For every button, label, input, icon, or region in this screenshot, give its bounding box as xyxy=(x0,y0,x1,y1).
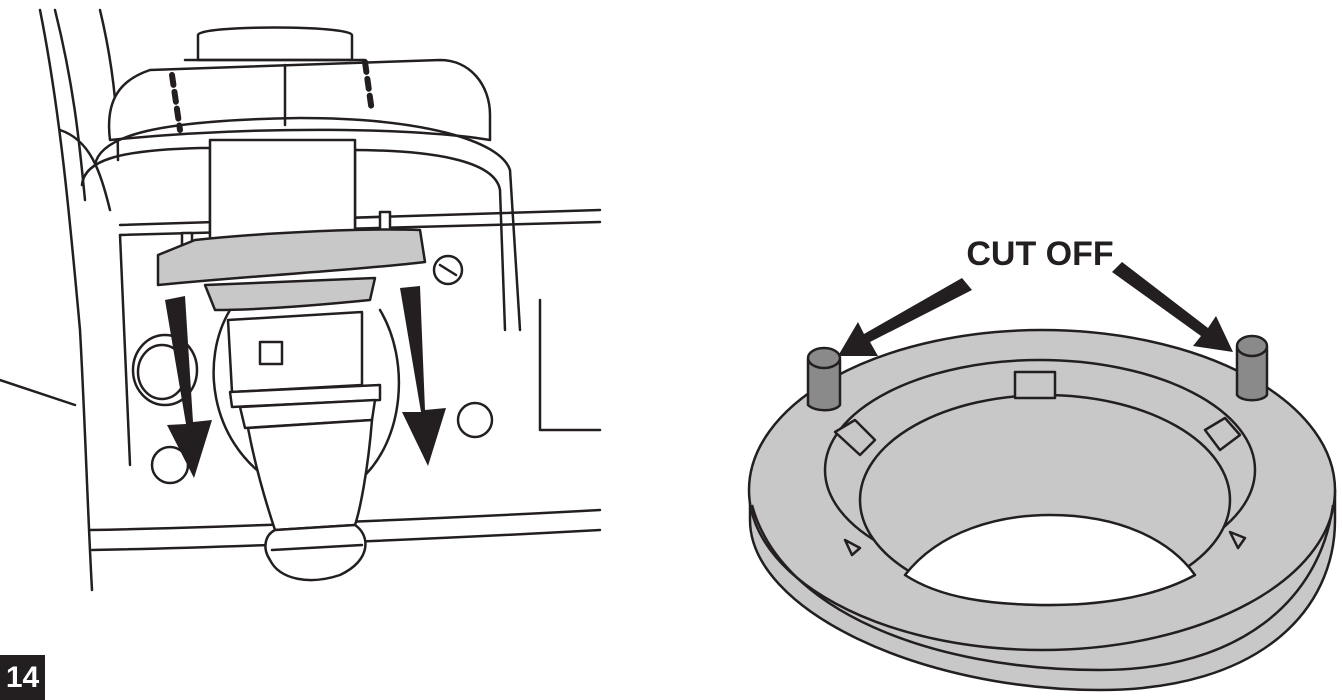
base-left-edge xyxy=(118,233,132,467)
fitting-neck xyxy=(226,310,364,394)
mount-hole-3 xyxy=(456,401,494,439)
left-assembly-illustration xyxy=(0,8,602,592)
cut-off-arrow-right xyxy=(1112,262,1233,352)
housing-wall-left-inner xyxy=(53,8,87,202)
ring-clip-right xyxy=(1228,530,1247,550)
base-side xyxy=(538,298,602,432)
ring-tab-right xyxy=(1203,416,1242,452)
bracket-strap-2 xyxy=(348,148,507,332)
step-number-badge: 14 xyxy=(0,655,45,700)
bore-curve-right xyxy=(358,308,401,482)
ring-tab-left xyxy=(833,418,877,457)
bracket-strap xyxy=(80,146,212,187)
cut-post-left-top xyxy=(806,346,842,370)
bracket-body xyxy=(107,58,492,142)
ring-clip-left xyxy=(843,538,862,557)
housing-wall-left-edge xyxy=(98,8,120,162)
push-arrows xyxy=(165,286,446,478)
wall-curve xyxy=(58,128,112,212)
fitting-tip xyxy=(264,523,367,582)
fitting-taper xyxy=(246,418,374,532)
cut-off-label: CUT OFF xyxy=(966,235,1113,273)
fitting-collar xyxy=(203,276,377,312)
ring-edge-line xyxy=(750,504,1335,672)
cut-post-right-top xyxy=(1235,334,1269,358)
mount-hole-1 xyxy=(131,333,199,407)
screw-head xyxy=(432,254,464,286)
ring-hole xyxy=(903,513,1197,607)
cut-off-arrows xyxy=(838,262,1233,356)
right-ring-illustration xyxy=(747,328,1337,692)
bracket-curve xyxy=(93,116,522,332)
base-tray-top xyxy=(118,208,602,227)
top-cap xyxy=(196,26,354,62)
neck-window xyxy=(258,340,284,366)
cut-line-right xyxy=(362,59,375,115)
push-arrow-left xyxy=(165,296,212,478)
bore-curve xyxy=(212,308,272,482)
screw-slot xyxy=(438,263,458,277)
fitting-flange xyxy=(156,228,427,287)
cut-line-left xyxy=(169,72,183,133)
wall-panel xyxy=(0,378,77,407)
cut-off-arrow-left xyxy=(838,278,972,356)
base-tray-top-2 xyxy=(118,220,602,237)
push-arrow-right xyxy=(400,286,446,466)
ring-tab-center xyxy=(1013,370,1057,400)
housing-wall-left xyxy=(38,8,94,592)
tip-groove xyxy=(270,543,364,552)
